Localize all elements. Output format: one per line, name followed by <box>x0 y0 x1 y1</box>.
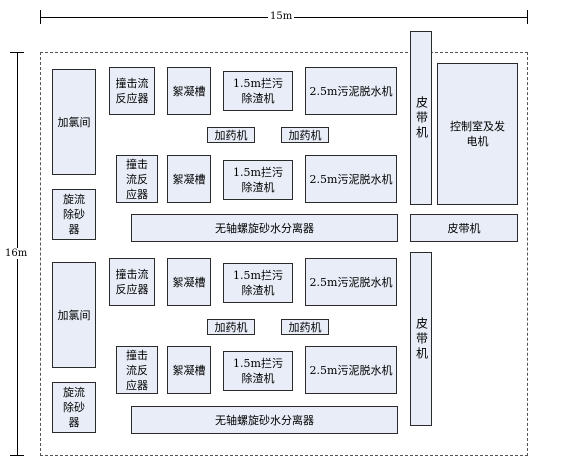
width-dimension-label: 15m <box>268 11 295 22</box>
screen-machine-4: 1.5m拦污除渣机 <box>223 351 293 391</box>
belt-conveyor-vertical-bottom: 皮带机 <box>410 252 432 426</box>
flocculation-tank-1: 絮凝槽 <box>167 67 211 115</box>
impact-reactor-4: 撞击流反应器 <box>116 346 158 394</box>
site-boundary <box>40 52 528 456</box>
sludge-dewater-2: 2.5m污泥脱水机 <box>305 155 397 203</box>
flocculation-tank-2: 絮凝槽 <box>167 155 211 203</box>
screen-machine-3: 1.5m拦污除渣机 <box>223 263 293 303</box>
width-dimension-tick-right <box>527 10 528 24</box>
screen-machine-2: 1.5m拦污除渣机 <box>223 160 293 200</box>
belt-conveyor-horizontal: 皮带机 <box>410 214 518 242</box>
height-dimension-tick-bottom <box>10 455 24 456</box>
height-dimension-label: 16m <box>3 248 30 259</box>
impact-reactor-3: 撞击流反应器 <box>109 258 155 306</box>
dosing-machine-3: 加药机 <box>207 319 255 335</box>
height-dimension-tick-top <box>10 52 24 53</box>
grit-remover-top: 旋流除砂器 <box>52 189 96 240</box>
chlorination-room-top: 加氯间 <box>52 69 96 175</box>
flocculation-tank-3: 絮凝槽 <box>167 258 211 306</box>
sludge-dewater-4: 2.5m污泥脱水机 <box>305 346 397 394</box>
grit-separator-bottom: 无轴螺旋砂水分离器 <box>131 406 398 434</box>
flocculation-tank-4: 絮凝槽 <box>167 346 211 394</box>
control-room-generator: 控制室及发电机 <box>437 63 518 205</box>
grit-remover-bottom: 旋流除砂器 <box>52 382 96 433</box>
screen-machine-1: 1.5m拦污除渣机 <box>223 71 293 111</box>
grit-separator-top: 无轴螺旋砂水分离器 <box>131 214 398 242</box>
dosing-machine-2: 加药机 <box>281 127 329 143</box>
impact-reactor-1: 撞击流反应器 <box>109 67 155 115</box>
width-dimension-tick-left <box>40 10 41 24</box>
sludge-dewater-3: 2.5m污泥脱水机 <box>305 258 397 306</box>
dosing-machine-1: 加药机 <box>207 127 255 143</box>
impact-reactor-2: 撞击流反应器 <box>116 155 158 203</box>
dosing-machine-4: 加药机 <box>281 319 329 335</box>
sludge-dewater-1: 2.5m污泥脱水机 <box>305 67 397 115</box>
chlorination-room-bottom: 加氯间 <box>52 262 96 368</box>
belt-conveyor-vertical-top: 皮带机 <box>410 31 432 205</box>
